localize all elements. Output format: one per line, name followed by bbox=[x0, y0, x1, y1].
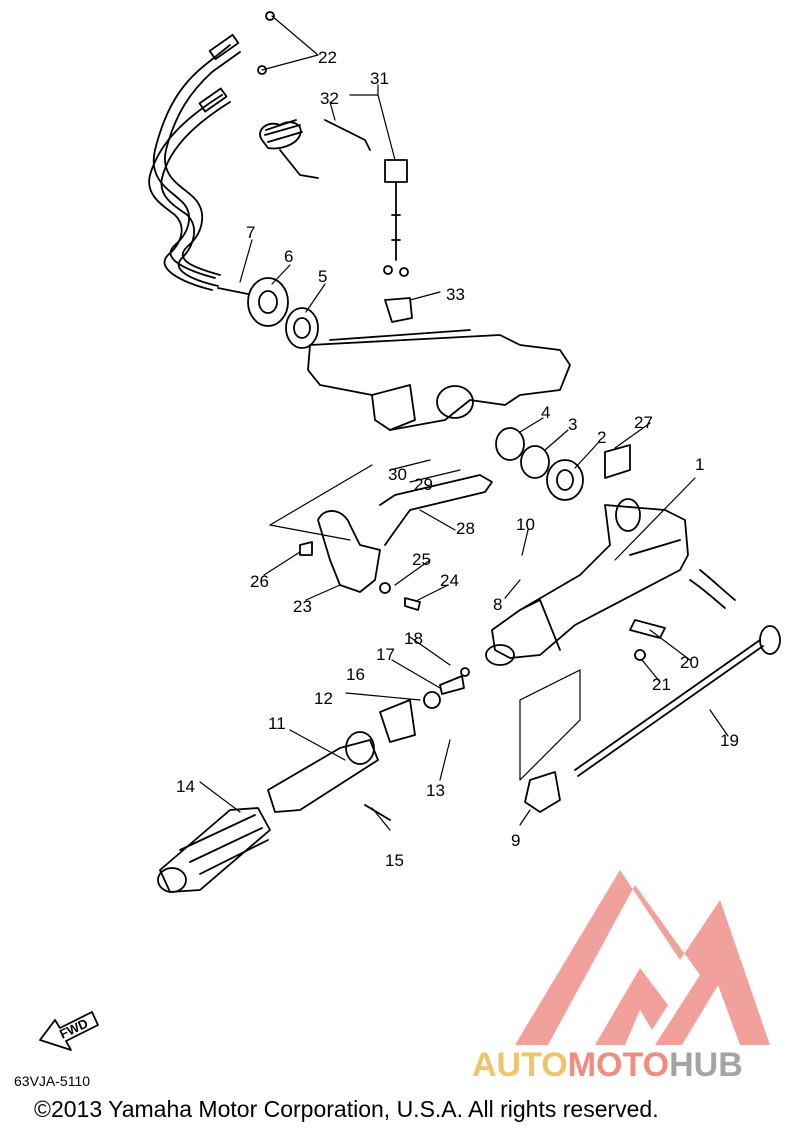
fwd-arrow bbox=[39, 1011, 99, 1051]
callout-14: 14 bbox=[176, 777, 195, 796]
callout-labels: 22 31 32 7 6 5 33 4 3 2 27 1 30 29 28 10… bbox=[57, 48, 739, 1042]
callout-18: 18 bbox=[404, 629, 423, 648]
callout-20: 20 bbox=[680, 653, 699, 672]
callout-3: 3 bbox=[568, 415, 577, 434]
callout-33: 33 bbox=[446, 285, 465, 304]
callout-11: 11 bbox=[268, 714, 286, 733]
callout-28: 28 bbox=[456, 519, 475, 538]
callout-16: 16 bbox=[346, 665, 365, 684]
callout-24: 24 bbox=[440, 571, 459, 590]
callout-8: 8 bbox=[493, 595, 502, 614]
callout-22: 22 bbox=[318, 48, 337, 67]
leader-lines bbox=[199, 15, 729, 831]
callout-21: 21 bbox=[652, 675, 671, 694]
callout-12: 12 bbox=[314, 689, 333, 708]
document-number: 63VJA-5110 bbox=[14, 1073, 91, 1089]
callout-19: 19 bbox=[720, 731, 739, 750]
callout-27: 27 bbox=[634, 413, 653, 432]
callout-4: 4 bbox=[541, 403, 550, 422]
shift-rod bbox=[524, 569, 781, 813]
stop-switch-assembly bbox=[259, 119, 413, 323]
watermark-auto: AUTO bbox=[472, 1046, 568, 1084]
tiller-handle bbox=[485, 498, 689, 666]
callout-32: 32 bbox=[320, 89, 339, 108]
friction-plate bbox=[217, 277, 319, 349]
callout-30: 30 bbox=[388, 465, 407, 484]
washers bbox=[495, 427, 631, 501]
callout-29: 29 bbox=[414, 475, 433, 494]
callout-5: 5 bbox=[318, 267, 327, 286]
callout-13: 13 bbox=[426, 781, 445, 800]
copyright-notice: ©2013 Yamaha Motor Corporation, U.S.A. A… bbox=[34, 1096, 659, 1122]
callout-25: 25 bbox=[412, 550, 431, 569]
callout-10: 10 bbox=[516, 515, 535, 534]
steering-bracket bbox=[307, 329, 571, 431]
callout-9: 9 bbox=[511, 831, 520, 850]
watermark-logo bbox=[515, 870, 770, 1045]
watermark-text: AUTOMOTOHUB bbox=[472, 1046, 743, 1085]
callout-2: 2 bbox=[597, 428, 606, 447]
callout-15: 15 bbox=[385, 851, 404, 870]
throttle-shift-cables bbox=[148, 11, 275, 291]
callout-7: 7 bbox=[246, 223, 255, 242]
throttle-grip bbox=[157, 667, 470, 893]
callout-26: 26 bbox=[250, 572, 269, 591]
watermark-moto: MOTO bbox=[567, 1046, 670, 1084]
callout-6: 6 bbox=[284, 247, 293, 266]
callout-31: 31 bbox=[370, 69, 389, 88]
callout-17: 17 bbox=[376, 645, 395, 664]
watermark-hub: HUB bbox=[669, 1046, 743, 1084]
callout-1: 1 bbox=[695, 455, 704, 474]
callout-23: 23 bbox=[293, 597, 312, 616]
